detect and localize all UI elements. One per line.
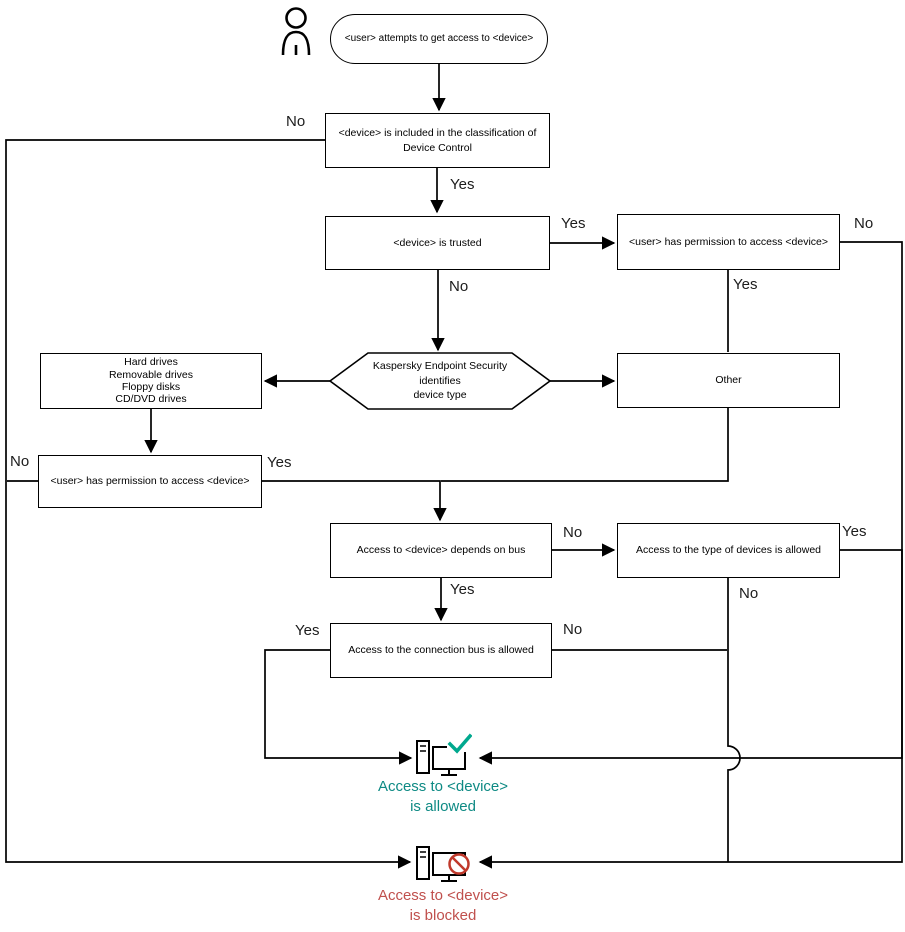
edge-type-allowed-yes-allowed	[478, 549, 903, 765]
node-bus-allowed: Access to the connection bus is allowed	[330, 623, 552, 678]
edge-label-classification-yes: Yes	[450, 176, 475, 193]
edge-label-permission-left-no: No	[10, 453, 30, 470]
user-icon	[281, 7, 311, 56]
edge-bus-allowed-yes-allowed	[264, 649, 413, 765]
node-classification: <device> is included in the classificati…	[325, 113, 550, 168]
edge-label-permission-left-yes: Yes	[267, 454, 292, 471]
node-identify-device-type: Kaspersky Endpoint Security identifies d…	[372, 360, 508, 402]
edge-label-depends-no: No	[563, 524, 583, 541]
edge-type-allowed-no-blocked	[727, 578, 741, 862]
edge-label-permission-top-yes: Yes	[733, 276, 758, 293]
edge-label-depends-yes: Yes	[450, 581, 475, 598]
node-drive-types: Hard drives Removable drives Floppy disk…	[40, 353, 262, 409]
node-permission-left: <user> has permission to access <device>	[38, 455, 262, 508]
identify-hexagon-shape	[328, 352, 552, 410]
edge-other-bus	[441, 408, 729, 482]
edge-permission-left-yes-bus	[262, 480, 447, 522]
node-start: <user> attempts to get access to <device…	[330, 14, 548, 64]
node-trusted: <device> is trusted	[325, 216, 550, 270]
node-type-allowed: Access to the type of devices is allowed	[617, 523, 840, 578]
edge-classification-no-blocked	[5, 139, 412, 869]
edge-label-type-allowed-no: No	[739, 585, 759, 602]
edge-label-trusted-no: No	[449, 278, 469, 295]
edge-label-type-allowed-yes: Yes	[842, 523, 867, 540]
node-other: Other	[617, 353, 840, 408]
edge-label-classification-no: No	[286, 113, 306, 130]
edge-label-trusted-yes: Yes	[561, 215, 586, 232]
node-permission-top: <user> has permission to access <device>	[617, 214, 840, 270]
blocked-label: Access to <device> is blocked	[377, 887, 509, 924]
edge-label-bus-allowed-no: No	[563, 621, 583, 638]
edge-label-bus-allowed-yes: Yes	[295, 622, 320, 639]
allowed-label: Access to <device> is allowed	[377, 778, 509, 815]
device-allowed-icon	[416, 733, 472, 776]
node-depends-on-bus: Access to <device> depends on bus	[330, 523, 552, 578]
device-blocked-icon	[416, 846, 470, 882]
edge-label-permission-top-no: No	[854, 215, 874, 232]
